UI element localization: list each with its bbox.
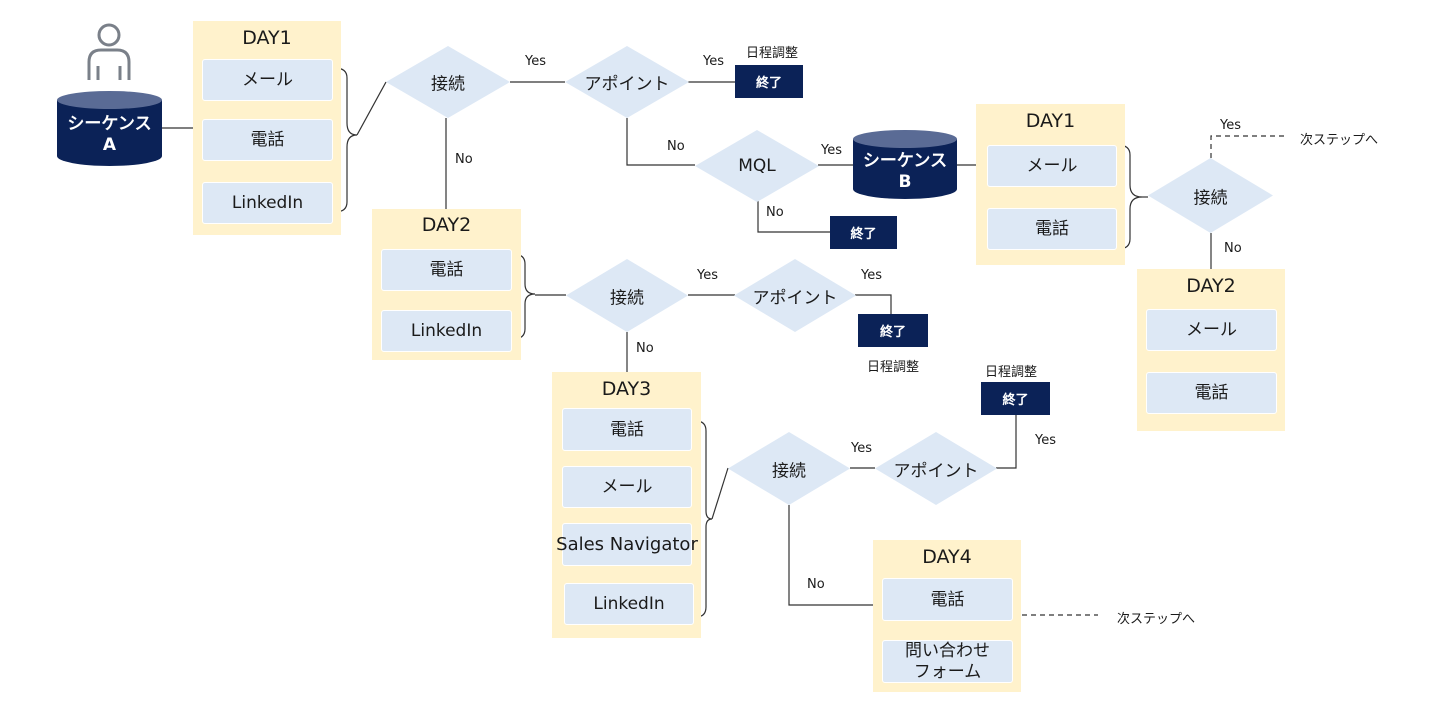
- yes-label: Yes: [697, 268, 718, 283]
- yes-label: Yes: [525, 54, 546, 69]
- person-icon: [84, 22, 134, 84]
- decision-connect[interactable]: 接続: [728, 432, 850, 505]
- schedule-label: 日程調整: [867, 360, 920, 375]
- connector: [356, 81, 387, 136]
- sequence-a-database[interactable]: シーケンス A: [57, 90, 162, 168]
- yes-label: Yes: [851, 441, 872, 456]
- step-email[interactable]: メール: [1146, 309, 1277, 351]
- connector: [711, 467, 729, 520]
- next-step-label: 次ステップへ: [1117, 612, 1196, 627]
- end-terminal[interactable]: 終了: [735, 65, 803, 98]
- decision-label: MQL: [738, 156, 776, 176]
- end-terminal[interactable]: 終了: [858, 314, 928, 347]
- decision-label: 接続: [610, 288, 644, 308]
- connector: [788, 505, 882, 606]
- step-email[interactable]: メール: [987, 145, 1117, 187]
- yes-label: Yes: [703, 54, 724, 69]
- decision-mql[interactable]: MQL: [695, 130, 819, 202]
- step-email[interactable]: メール: [562, 466, 692, 508]
- decision-label: アポイント: [584, 74, 670, 95]
- sequence-a-label-1: シーケンス: [67, 114, 152, 134]
- sequence-a-label-2: A: [102, 135, 117, 155]
- decision-label: 接続: [431, 74, 465, 95]
- no-label: No: [766, 205, 784, 220]
- no-label: No: [636, 341, 654, 356]
- step-linkedin[interactable]: LinkedIn: [564, 583, 694, 625]
- step-phone[interactable]: 電話: [987, 208, 1117, 250]
- dashed-connector: [1210, 135, 1286, 158]
- step-email[interactable]: メール: [202, 59, 333, 101]
- next-step-label: 次ステップへ: [1300, 133, 1379, 148]
- end-terminal[interactable]: 終了: [830, 216, 897, 249]
- panel-title: DAY4: [922, 546, 972, 568]
- decision-appointment[interactable]: アポイント: [565, 46, 689, 118]
- connector: [855, 294, 892, 314]
- step-sales-navigator[interactable]: Sales Navigator: [556, 523, 698, 566]
- schedule-label: 日程調整: [985, 365, 1038, 380]
- step-inquiry-form[interactable]: 問い合わせ フォーム: [882, 640, 1013, 683]
- sequence-b-label-1: シーケンス: [862, 151, 948, 171]
- connector: [626, 118, 695, 166]
- step-phone[interactable]: 電話: [202, 119, 333, 161]
- yes-label: Yes: [821, 143, 842, 158]
- panel-title: DAY1: [242, 27, 292, 49]
- brace: [512, 253, 536, 340]
- step-phone[interactable]: 電話: [381, 249, 512, 291]
- panel-title: DAY2: [421, 214, 472, 236]
- decision-connect[interactable]: 接続: [1148, 158, 1273, 233]
- yes-label: Yes: [1220, 118, 1241, 133]
- end-terminal[interactable]: 終了: [981, 382, 1050, 415]
- no-label: No: [1224, 241, 1242, 256]
- connector: [996, 414, 1017, 469]
- yes-label: Yes: [861, 268, 882, 283]
- decision-label: 接続: [772, 461, 806, 481]
- step-phone[interactable]: 電話: [1146, 372, 1277, 414]
- step-linkedin[interactable]: LinkedIn: [202, 182, 333, 224]
- step-phone[interactable]: 電話: [882, 578, 1013, 621]
- decision-appointment[interactable]: アポイント: [734, 259, 856, 332]
- yes-label: Yes: [1035, 433, 1056, 448]
- no-label: No: [807, 577, 825, 592]
- panel-title: DAY3: [601, 378, 652, 400]
- sequence-b-label-2: B: [898, 172, 912, 192]
- no-label: No: [455, 152, 473, 167]
- decision-label: 接続: [1193, 188, 1228, 208]
- connector: [757, 200, 830, 233]
- schedule-label: 日程調整: [746, 46, 799, 61]
- step-phone[interactable]: 電話: [562, 408, 692, 451]
- panel-title: DAY2: [1186, 275, 1236, 297]
- decision-connect[interactable]: 接続: [566, 259, 688, 332]
- decision-connect[interactable]: 接続: [386, 46, 510, 118]
- no-label: No: [667, 139, 685, 154]
- decision-label: アポイント: [752, 288, 838, 308]
- panel-title: DAY1: [1025, 110, 1076, 132]
- step-linkedin[interactable]: LinkedIn: [381, 310, 512, 352]
- decision-appointment[interactable]: アポイント: [875, 432, 997, 505]
- decision-label: アポイント: [893, 461, 979, 481]
- sequence-b-database[interactable]: シーケンス B: [853, 129, 957, 201]
